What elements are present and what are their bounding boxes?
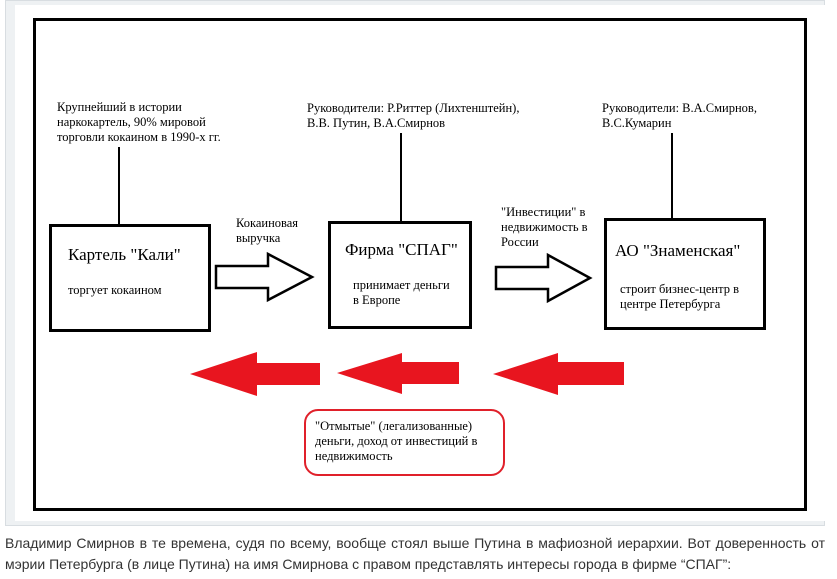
- diagram-border: Крупнейший в истории наркокартель, 90% м…: [33, 18, 807, 511]
- laundered-money-box: "Отмытые" (легализованные) деньги, доход…: [304, 409, 505, 476]
- note-kali: Крупнейший в истории наркокартель, 90% м…: [57, 100, 221, 144]
- diagram-canvas: Крупнейший в истории наркокартель, 90% м…: [15, 5, 825, 521]
- box-kali-title: Картель "Кали": [68, 245, 181, 264]
- box-spag: Фирма "СПАГ" принимает деньги в Европе: [328, 221, 472, 329]
- box-znamenskaya-title: АО "Знаменская": [615, 241, 741, 260]
- red-arrow-left-3: [493, 353, 624, 395]
- connector-spag: [400, 133, 402, 221]
- note-znamenskaya: Руководители: В.А.Смирнов, В.С.Кумарин: [602, 101, 757, 130]
- arrow-right-revenue: [214, 251, 315, 303]
- box-spag-title: Фирма "СПАГ": [345, 240, 458, 259]
- box-znamenskaya-desc: строит бизнес-центр в центре Петербурга: [620, 282, 740, 311]
- box-znamenskaya: АО "Знаменская" строит бизнес-центр в це…: [604, 218, 766, 330]
- label-revenue: Кокаиновая выручка: [236, 216, 299, 245]
- label-investments: "Инвестиции" в недвижимость в России: [501, 205, 588, 249]
- arrows-layer: [190, 251, 624, 396]
- connector-kali: [118, 147, 120, 224]
- box-kali: Картель "Кали" торгует кокаином: [49, 224, 211, 332]
- red-arrow-left-2: [337, 353, 459, 394]
- box-spag-desc: принимает деньги в Европе: [353, 278, 450, 307]
- connector-znamenskaya: [671, 133, 673, 218]
- note-spag: Руководители: Р.Риттер (Лихтенштейн), В.…: [307, 101, 520, 130]
- red-arrow-left-1: [190, 352, 320, 396]
- arrow-right-investments: [494, 252, 593, 304]
- box-kali-desc: торгует кокаином: [68, 283, 162, 297]
- laundered-money-text: "Отмытые" (легализованные) деньги, доход…: [315, 419, 478, 463]
- caption-text: Владимир Смирнов в те времена, судя по в…: [5, 535, 825, 572]
- image-frame: Крупнейший в истории наркокартель, 90% м…: [5, 0, 825, 526]
